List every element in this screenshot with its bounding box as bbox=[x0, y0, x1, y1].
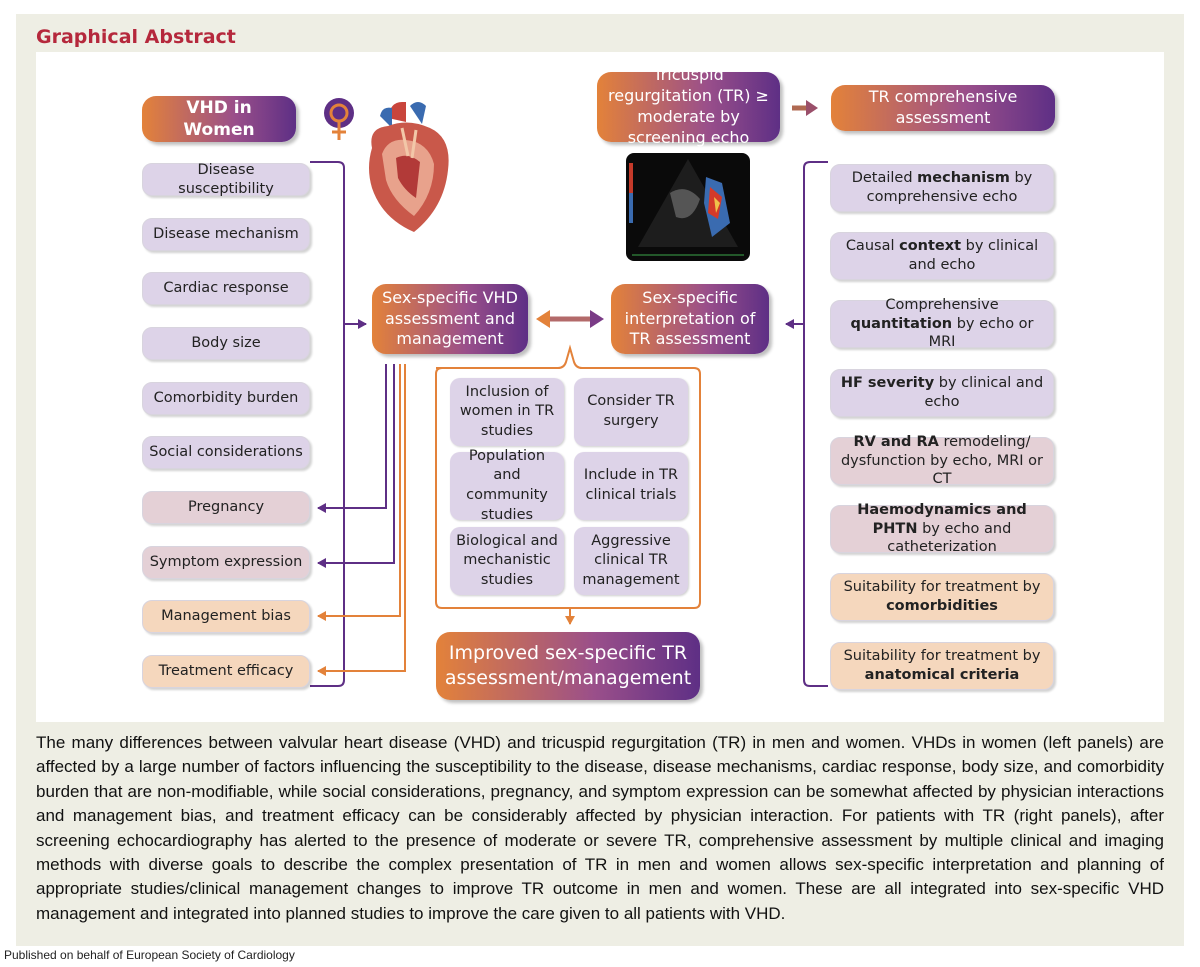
purple-feedback-2 bbox=[317, 364, 395, 568]
vhd-in-women-title: VHD in Women bbox=[142, 96, 296, 142]
improved-outcome-box: Improved sex-specific TR assessment/mana… bbox=[436, 632, 700, 700]
factor-disease-mechanism: Disease mechanism bbox=[142, 218, 310, 251]
left-bracket bbox=[310, 161, 345, 687]
studies-frame bbox=[435, 344, 701, 609]
heart-illustration bbox=[358, 98, 456, 238]
tr-item-haemodynamics: Haemodynamics and PHTN by echo and cathe… bbox=[830, 502, 1054, 555]
factor-disease-susceptibility: Disease susceptibility bbox=[142, 162, 310, 197]
factor-cardiac-response: Cardiac response bbox=[142, 272, 310, 305]
factor-body-size: Body size bbox=[142, 327, 310, 360]
female-symbol-icon bbox=[322, 96, 356, 142]
publisher-footer: Published on behalf of European Society … bbox=[4, 948, 295, 962]
sex-specific-tr-box: Sex-specific interpretation of TR assess… bbox=[611, 284, 769, 354]
study-biological-mechanistic: Biological and mechanistic studies bbox=[450, 527, 564, 595]
tr-item-quantitation: Comprehensive quantitation by echo or MR… bbox=[830, 297, 1054, 350]
study-include-clinical-trials: Include in TR clinical trials bbox=[574, 452, 688, 520]
study-population-community: Population and community studies bbox=[450, 448, 564, 523]
tr-comprehensive-assessment-title: TR comprehensive assessment bbox=[831, 85, 1055, 131]
tr-item-comorbidities: Suitability for treatment by comorbiditi… bbox=[830, 573, 1054, 621]
figure-caption: The many differences between valvular he… bbox=[36, 733, 1164, 923]
factor-management-bias: Management bias bbox=[142, 600, 310, 633]
tr-item-context: Causal context by clinical and echo bbox=[830, 232, 1054, 280]
tr-item-mechanism: Detailed mechanism by comprehensive echo bbox=[830, 164, 1054, 212]
study-consider-tr-surgery: Consider TR surgery bbox=[574, 378, 688, 446]
tr-item-anatomical: Suitability for treatment by anatomical … bbox=[830, 642, 1054, 690]
right-bracket bbox=[803, 161, 828, 687]
purple-feedback-1 bbox=[317, 364, 387, 513]
factor-treatment-efficacy: Treatment efficacy bbox=[142, 655, 310, 688]
tr-item-hf-severity: HF severity by clinical and echo bbox=[830, 369, 1054, 417]
connector-lines bbox=[310, 100, 828, 687]
graphical-abstract-title: Graphical Abstract bbox=[36, 26, 236, 48]
factor-social-considerations: Social considerations bbox=[142, 436, 310, 469]
tr-item-rv-ra: RV and RA remodeling/ dysfunction by ech… bbox=[830, 434, 1054, 487]
study-inclusion-of-women: Inclusion of women in TR studies bbox=[450, 378, 564, 446]
factor-symptom-expression: Symptom expression bbox=[142, 546, 310, 579]
factor-pregnancy: Pregnancy bbox=[142, 491, 310, 524]
orange-feedback-1 bbox=[317, 364, 401, 621]
orange-feedback-2 bbox=[317, 364, 406, 676]
factor-comorbidity-burden: Comorbidity burden bbox=[142, 382, 310, 415]
tr-screening-box: Tricuspid regurgitation (TR) ≥ moderate … bbox=[597, 65, 780, 147]
diagram-canvas: VHD in Women Disease susceptibility Dise… bbox=[36, 52, 1164, 722]
sex-specific-vhd-box: Sex-specific VHD assessment and manageme… bbox=[372, 284, 528, 354]
study-aggressive-management: Aggressive clinical TR management bbox=[574, 527, 688, 595]
echo-image bbox=[626, 153, 750, 261]
